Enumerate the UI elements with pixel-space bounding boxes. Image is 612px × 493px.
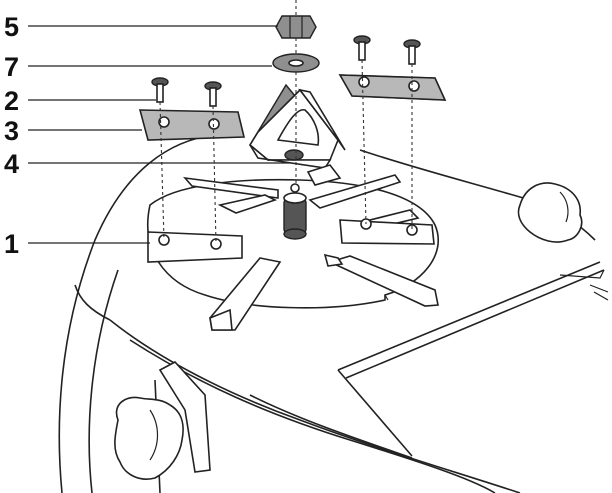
nut [275, 15, 317, 39]
screw-top-left-1 [151, 77, 169, 103]
drive-hub [283, 183, 307, 240]
blade-top-left [138, 109, 246, 141]
part-label-7: 7 [4, 52, 19, 82]
screw-top-right-2 [403, 39, 421, 65]
blade-top-right [338, 74, 447, 101]
spring-arms [183, 174, 439, 331]
blade-left [147, 231, 243, 263]
blade-right [339, 218, 435, 245]
mower-housing [58, 134, 609, 493]
screw-top-left-2 [204, 81, 222, 107]
part-label-3: 3 [4, 116, 19, 146]
part-label-5: 5 [4, 12, 19, 42]
washer [272, 53, 320, 73]
part-label-4: 4 [4, 149, 19, 179]
part-label-2: 2 [4, 86, 19, 116]
part-label-1: 1 [4, 229, 19, 259]
leader-lines [28, 25, 290, 244]
assembly-lines [159, 0, 413, 245]
screw-top-right-1 [353, 35, 371, 61]
knob-left [114, 361, 211, 480]
knob-right [517, 182, 583, 243]
blade-holder [248, 83, 346, 186]
